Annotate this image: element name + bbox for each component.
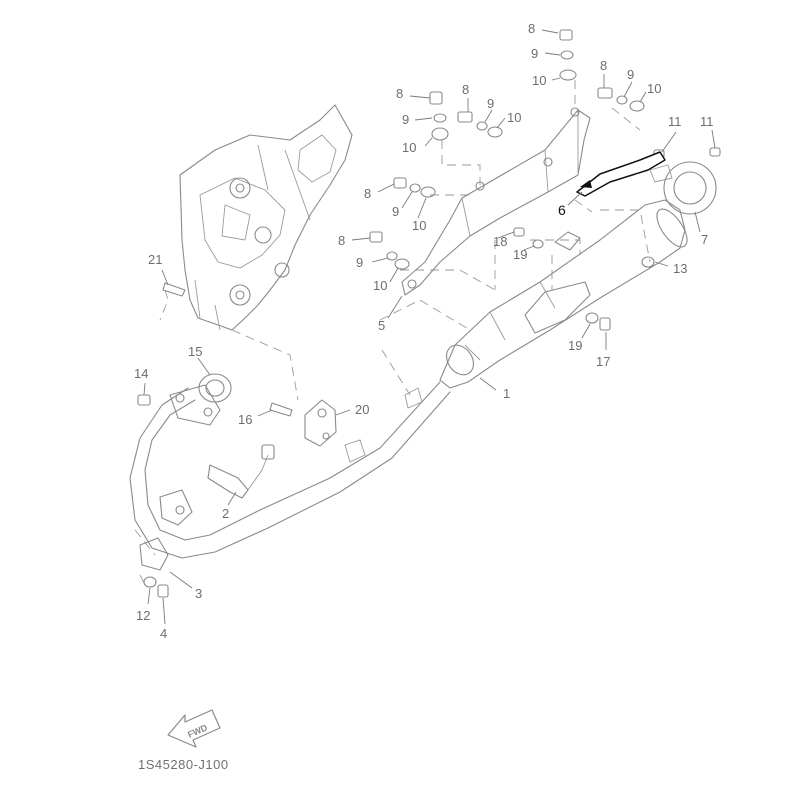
callout-highlighted: 6 (558, 202, 566, 218)
leaders (143, 29, 716, 625)
callout: 8 (600, 58, 607, 73)
callout: 15 (188, 344, 202, 359)
callout: 12 (136, 608, 150, 623)
callout: 9 (356, 255, 363, 270)
catalog-code: 1S45280-J100 (138, 757, 229, 772)
callout: 14 (134, 366, 148, 381)
callout: 9 (392, 204, 399, 219)
callout: 16 (238, 412, 252, 427)
hardware (137, 29, 721, 598)
callout: 10 (532, 73, 546, 88)
assembly-lines (134, 80, 651, 586)
callout: 9 (531, 46, 538, 61)
callout: 10 (412, 218, 426, 233)
callout: 13 (673, 261, 687, 276)
callout: 17 (596, 354, 610, 369)
callout: 8 (528, 21, 535, 36)
callout: 10 (402, 140, 416, 155)
part-6-protector (576, 151, 666, 197)
callout: 9 (487, 96, 494, 111)
frame-bracket-ghost (179, 104, 353, 331)
callout: 8 (364, 186, 371, 201)
exhaust-pipe (129, 381, 451, 559)
callouts: 8 9 10 8 9 10 8 9 10 8 9 10 11 11 6 7 8 … (134, 21, 714, 641)
callout: 11 (668, 114, 682, 129)
callout: 10 (507, 110, 521, 125)
fwd-arrow-icon: FWD (167, 709, 221, 748)
callout: 5 (378, 318, 385, 333)
muffler-stay (401, 107, 591, 296)
callout: 2 (222, 506, 229, 521)
callout: 19 (568, 338, 582, 353)
callout: 1 (503, 386, 510, 401)
callout: 10 (373, 278, 387, 293)
callout: 19 (513, 247, 527, 262)
muffler (439, 199, 688, 389)
callout: 8 (338, 233, 345, 248)
callout: 7 (701, 232, 708, 247)
callout: 8 (396, 86, 403, 101)
callout: 10 (647, 81, 661, 96)
callout: 18 (493, 234, 507, 249)
callout: 4 (160, 626, 167, 641)
callout: 20 (355, 402, 369, 417)
callout: 11 (700, 114, 714, 129)
callout: 21 (148, 252, 162, 267)
callout: 9 (402, 112, 409, 127)
callout: 8 (462, 82, 469, 97)
callout: 3 (195, 586, 202, 601)
callout: 9 (627, 67, 634, 82)
